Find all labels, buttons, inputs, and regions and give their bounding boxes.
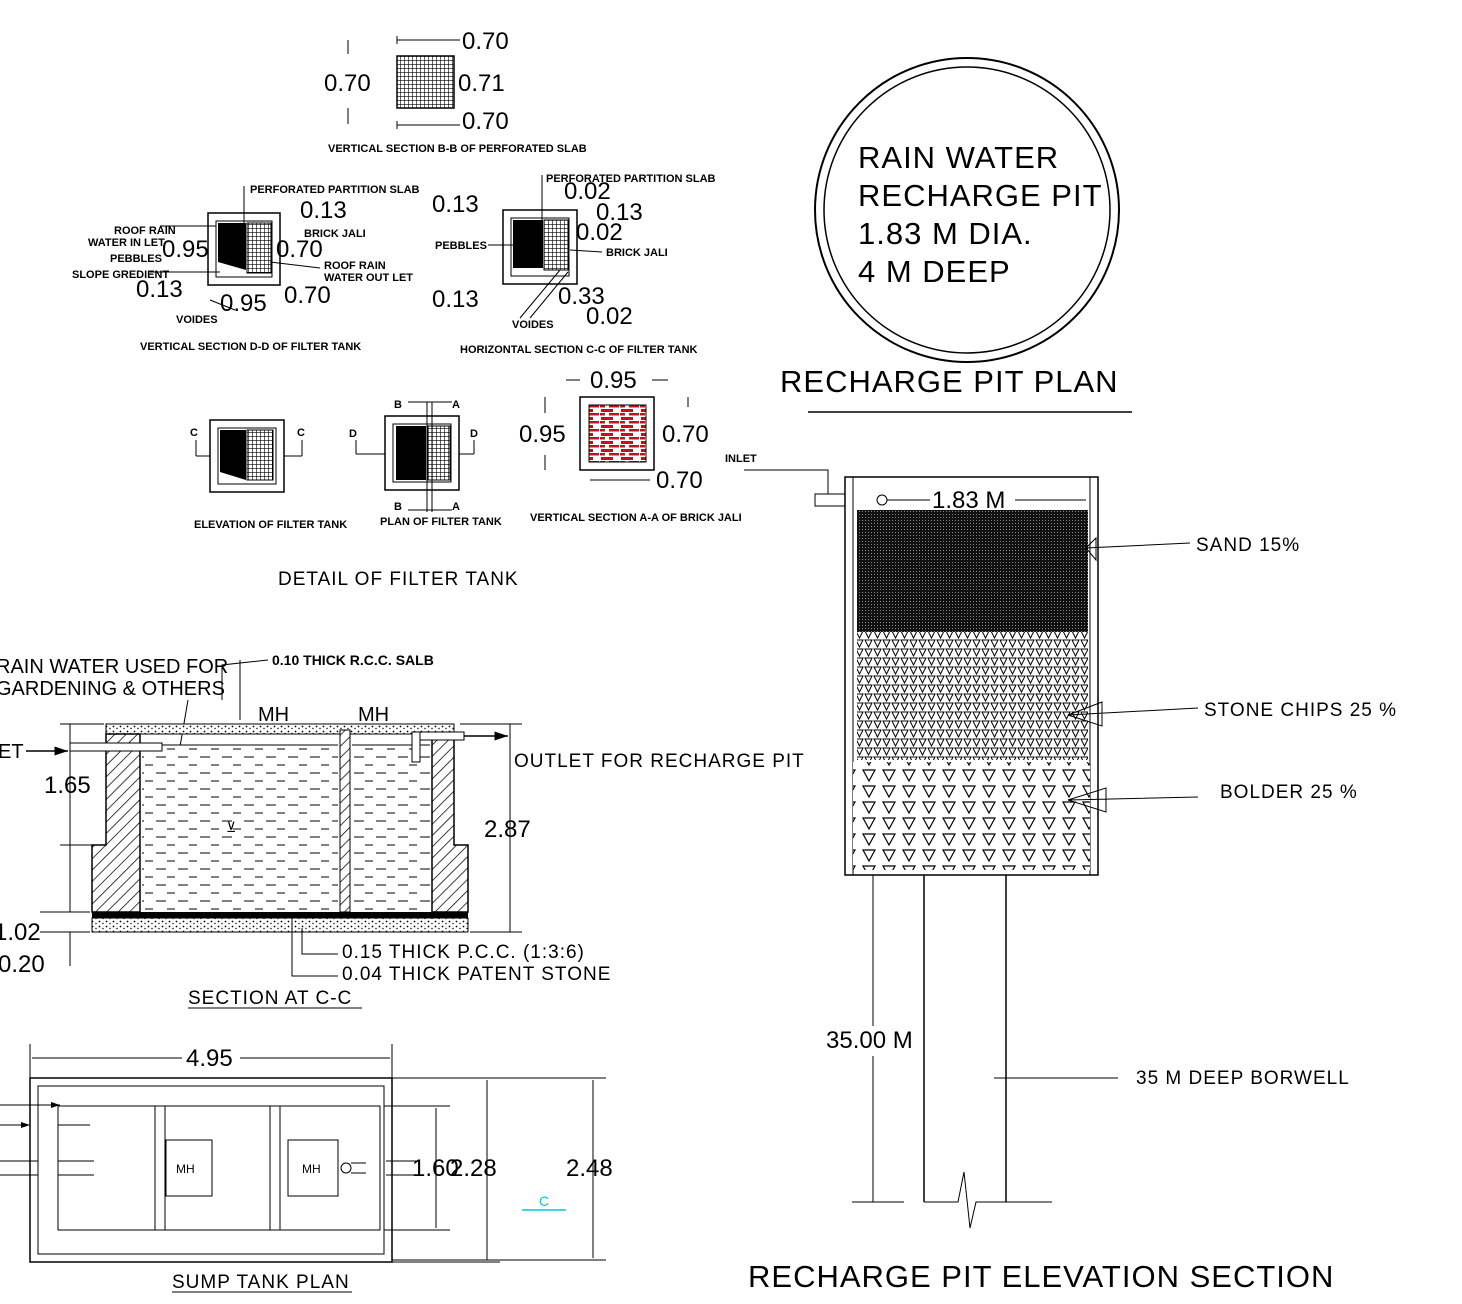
dim-label: 0.02 — [576, 219, 623, 246]
elevation-filter-tank: C C ELEVATION OF FILTER TANK — [190, 419, 347, 531]
view-title: VERTICAL SECTION B-B OF PERFORATED SLAB — [328, 143, 587, 155]
dim-label: 0.71 — [458, 70, 505, 97]
label: PERFORATED PARTITION SLAB — [250, 184, 420, 196]
dim-label: 0.70 — [284, 282, 331, 309]
dim-label: 0.13 — [136, 276, 183, 303]
dim-label: 2.28 — [450, 1155, 497, 1182]
recharge-pit-elevation: INLET 1.83 M SAND 15% STONE CHIPS 25 % B… — [725, 453, 1397, 1294]
section-cc-filter-tank: PERFORATED PARTITION SLAB PEBBLES BRICK … — [432, 173, 716, 356]
dim-label: 0.13 — [300, 197, 347, 224]
label: PERFORATED PARTITION SLAB — [546, 173, 716, 185]
label: SLOPE GREDIENT — [72, 269, 169, 281]
dim-label: 1.60 — [412, 1155, 459, 1182]
label: ROOF RAIN — [324, 260, 386, 272]
dim-label: 2.48 — [566, 1155, 613, 1182]
sump-tank-plan: MH MH 4.95 1.60 2.28 2.48 C SUMP TANK — [0, 1044, 613, 1293]
brick-jali-detail: 0.95 0.95 0.70 0.70 VERTICAL SECTION A-A… — [519, 367, 742, 524]
borewell-label: 35 M DEEP BORWELL — [1136, 1068, 1350, 1089]
mh-label: MH — [258, 704, 289, 726]
view-title: VERTICAL SECTION A-A OF BRICK JALI — [530, 512, 742, 524]
layer-label-stone-chips: STONE CHIPS 25 % — [1204, 700, 1397, 721]
inlet-label: INLET — [725, 453, 757, 465]
view-title: SECTION AT C-C — [188, 988, 352, 1009]
section-mark: A — [452, 399, 460, 411]
dim-label: 0.20 — [0, 951, 45, 978]
dim-label: 0.13 — [432, 286, 479, 313]
layer-label-boulder: BOLDER 25 % — [1220, 782, 1358, 803]
detail-title: DETAIL OF FILTER TANK — [278, 569, 519, 590]
dim-label: 0.95 — [220, 290, 267, 317]
dim-label: 0.70 — [662, 421, 709, 448]
dim-label: 2.87 — [484, 816, 531, 843]
section-mark: A — [452, 501, 460, 513]
view-title: HORIZONTAL SECTION C-C OF FILTER TANK — [460, 344, 698, 356]
section-dd-filter-tank: PERFORATED PARTITION SLAB ROOF RAIN WATE… — [72, 184, 420, 353]
dim-label: 0.70 — [462, 28, 509, 55]
plan-text-line: 1.83 M DIA. — [858, 216, 1033, 251]
mh-label: MH — [358, 704, 389, 726]
section-at-cc: RAIN WATER USED FOR GARDENING & OTHERS 0… — [0, 652, 805, 1009]
view-title: VERTICAL SECTION D-D OF FILTER TANK — [140, 341, 361, 353]
view-title: ELEVATION OF FILTER TANK — [194, 519, 347, 531]
depth-label: 35.00 M — [826, 1027, 913, 1054]
note: 0.10 THICK R.C.C. SALB — [272, 652, 434, 668]
note: 0.15 THICK P.C.C. (1:3:6) — [342, 942, 585, 963]
mh-label: MH — [176, 1162, 195, 1176]
dim-label: 0.95 — [519, 421, 566, 448]
section-mark: D — [470, 428, 478, 440]
view-title: PLAN OF FILTER TANK — [380, 516, 502, 528]
dim-label: 0.95 — [590, 367, 637, 394]
label: PEBBLES — [435, 240, 487, 252]
plan-text-line: 4 M DEEP — [858, 254, 1011, 289]
view-title: SUMP TANK PLAN — [172, 1272, 350, 1293]
dim-label: 0.33 — [558, 283, 605, 310]
label: WATER IN LET — [88, 237, 165, 249]
dim-label: 0.95 — [162, 236, 209, 263]
label: VOIDES — [176, 314, 218, 326]
label: VOIDES — [512, 319, 554, 331]
dim-label: 4.95 — [186, 1045, 233, 1072]
dim-label: 0.70 — [462, 108, 509, 135]
label: BRICK JALI — [304, 228, 366, 240]
label: PEBBLES — [110, 253, 162, 265]
section-mark: C — [190, 427, 198, 439]
note: GARDENING & OTHERS — [0, 678, 225, 700]
label: ROOF RAIN — [114, 225, 176, 237]
dim-label: 1.02 — [0, 919, 41, 946]
dim-label: 1.65 — [44, 772, 91, 799]
plan-text-line: RECHARGE PIT — [858, 178, 1103, 213]
section-mark: B — [394, 399, 402, 411]
plan-filter-tank: D D B A B A PLAN OF FILTER TANK — [349, 399, 502, 528]
label: WATER OUT LET — [324, 272, 413, 284]
perforated-slab-detail: 0.70 0.70 0.71 0.70 VERTICAL SECTION B-B… — [324, 28, 587, 155]
dim-label: 0.70 — [276, 236, 323, 263]
view-title: RECHARGE PIT ELEVATION SECTION — [748, 1259, 1334, 1294]
note: 0.04 THICK PATENT STONE — [342, 964, 611, 985]
outlet-label: OUTLET FOR RECHARGE PIT — [514, 751, 805, 772]
dim-label: 0.02 — [564, 178, 611, 205]
section-mark: B — [394, 501, 402, 513]
mh-label: MH — [302, 1162, 321, 1176]
plan-text-line: RAIN WATER — [858, 140, 1059, 175]
water-level-symbol: ⊻ — [226, 819, 236, 835]
view-title: RECHARGE PIT PLAN — [780, 364, 1119, 399]
label: BRICK JALI — [606, 247, 668, 259]
section-mark: C — [297, 427, 305, 439]
dim-label: 0.02 — [586, 303, 633, 330]
inlet-label: ET — [0, 741, 24, 763]
dim-label: 0.70 — [324, 70, 371, 97]
dim-label: 0.70 — [656, 467, 703, 494]
recharge-pit-plan: RAIN WATER RECHARGE PIT 1.83 M DIA. 4 M … — [780, 57, 1132, 413]
note: RAIN WATER USED FOR — [0, 656, 228, 678]
dim-label: 0.13 — [596, 199, 643, 226]
layer-label-sand: SAND 15% — [1196, 535, 1300, 556]
section-mark: D — [349, 428, 357, 440]
diameter-label: 1.83 M — [932, 487, 1005, 514]
dim-label: 0.13 — [432, 191, 479, 218]
section-mark-c: C — [539, 1193, 549, 1209]
